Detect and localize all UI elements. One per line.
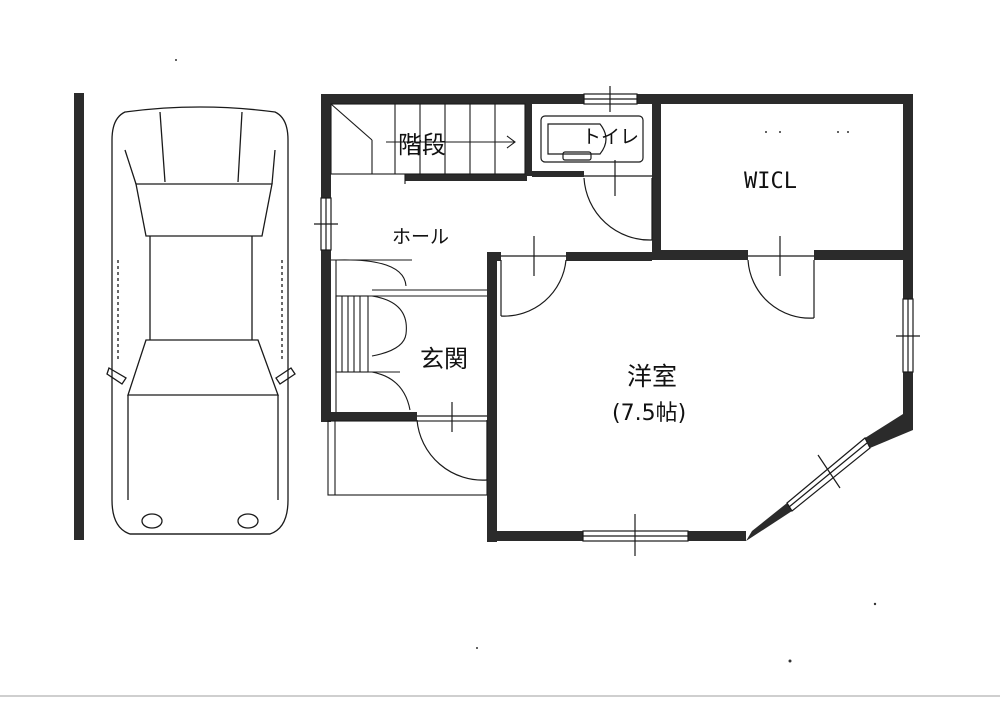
- windows: [314, 86, 920, 556]
- staircase: [330, 103, 526, 184]
- entrance-fixtures: [327, 259, 488, 496]
- western-room-size-label: (7.5帖): [612, 401, 686, 426]
- car-icon: [106, 106, 296, 535]
- entrance-label: 玄関: [420, 345, 468, 373]
- walls: [321, 94, 913, 542]
- hall-label: ホール: [392, 226, 449, 248]
- stairs-label: 階段: [398, 131, 446, 159]
- wicl-label: WICL: [744, 169, 797, 194]
- doors: [416, 160, 815, 481]
- western-room-label: 洋室: [627, 362, 677, 391]
- toilet-fixture-icon: [540, 115, 644, 163]
- scan-specks: [175, 59, 877, 663]
- parking-boundary-line: [74, 93, 84, 540]
- toilet-label: トイレ: [582, 126, 639, 148]
